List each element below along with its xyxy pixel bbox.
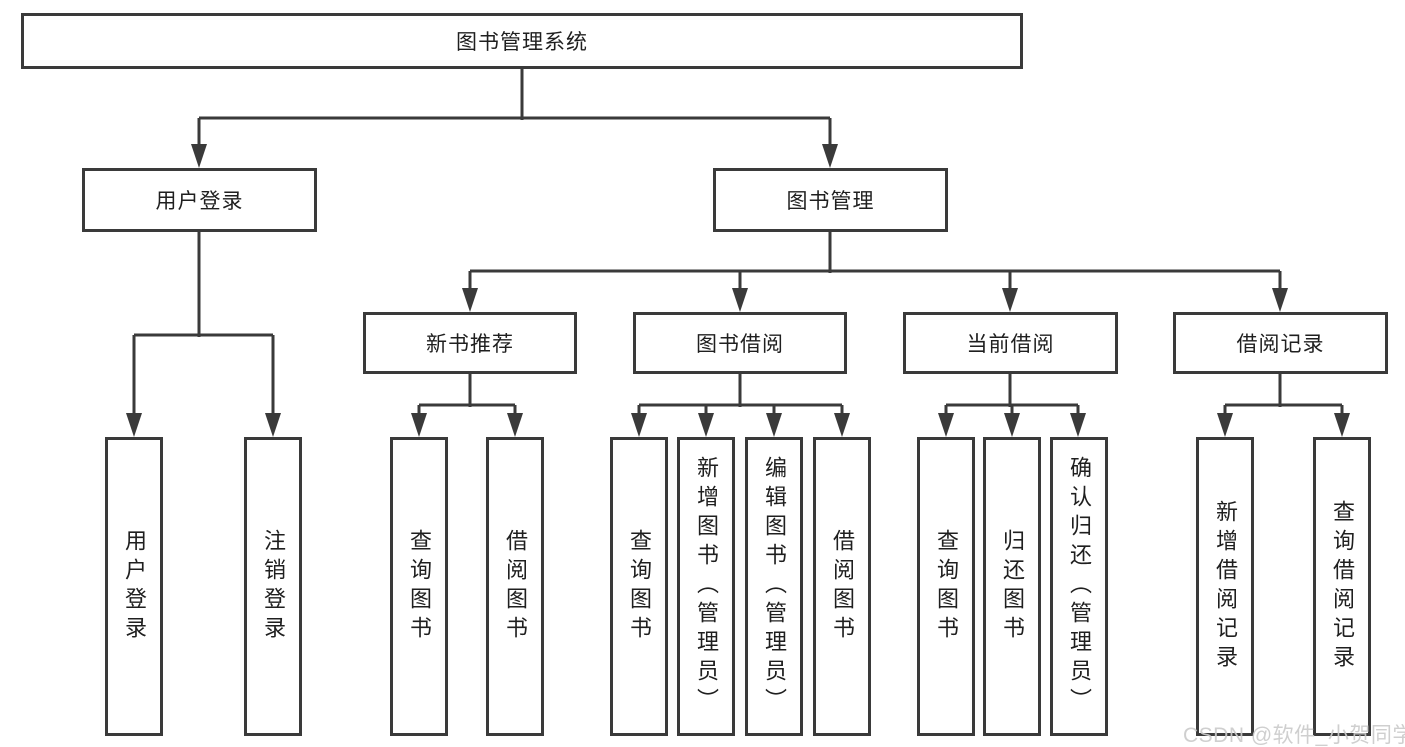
node-query-books-borrow: 查询图书 — [610, 437, 668, 736]
csdn-watermark: CSDN @软件_小贺同学 — [1183, 724, 1405, 747]
node-current-borrow: 当前借阅 — [903, 312, 1118, 374]
node-user-login-leaf: 用户登录 — [105, 437, 163, 736]
arrowheads — [126, 144, 1350, 437]
node-query-books-current: 查询图书 — [917, 437, 975, 736]
node-edit-book-admin: 编辑图书（管理员） — [745, 437, 803, 736]
node-user-login: 用户登录 — [82, 168, 317, 232]
node-new-book-recommend: 新书推荐 — [363, 312, 577, 374]
node-root: 图书管理系统 — [21, 13, 1023, 69]
node-borrow-records: 借阅记录 — [1173, 312, 1388, 374]
node-query-books-recommend: 查询图书 — [390, 437, 448, 736]
node-borrow-books-borrow: 借阅图书 — [813, 437, 871, 736]
node-add-book-admin: 新增图书（管理员） — [677, 437, 735, 736]
node-logout: 注销登录 — [244, 437, 302, 736]
node-borrow-books-recommend: 借阅图书 — [486, 437, 544, 736]
node-confirm-return-admin: 确认归还（管理员） — [1050, 437, 1108, 736]
node-return-books: 归还图书 — [983, 437, 1041, 736]
node-query-borrow-record: 查询借阅记录 — [1313, 437, 1371, 736]
node-add-borrow-record: 新增借阅记录 — [1196, 437, 1254, 736]
node-book-borrow: 图书借阅 — [633, 312, 847, 374]
node-book-management: 图书管理 — [713, 168, 948, 232]
